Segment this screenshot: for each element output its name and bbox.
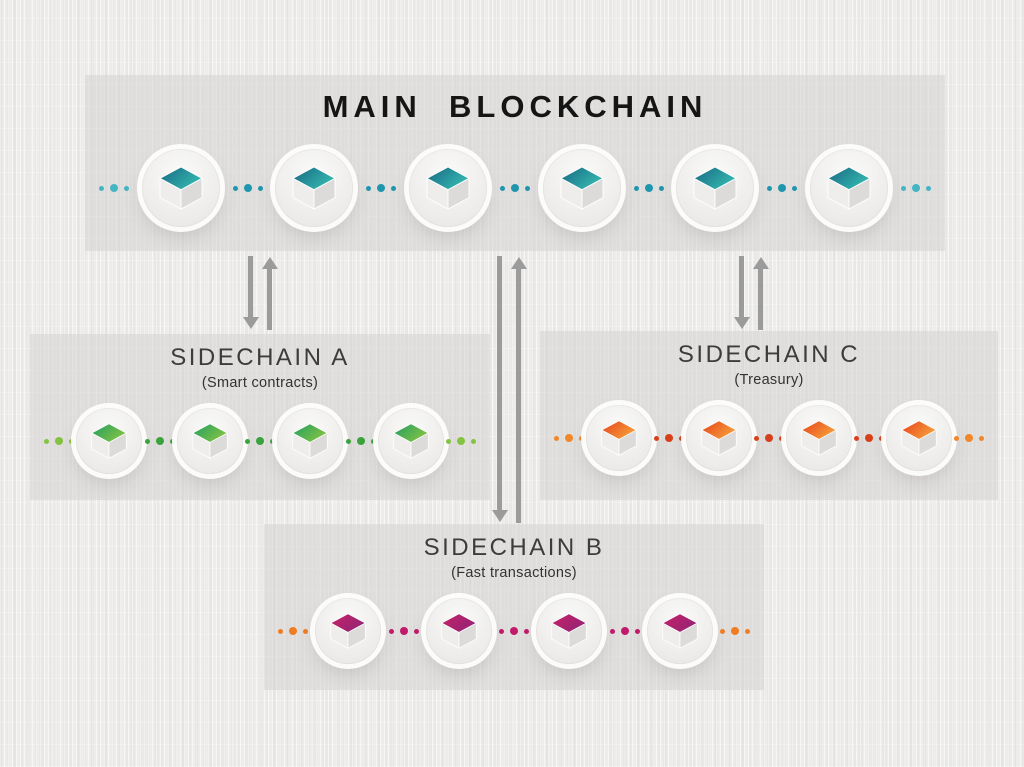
block-cube-icon: [426, 166, 471, 211]
sidechain-a-subtitle: (Smart contracts): [201, 374, 319, 391]
blockchain-block: [686, 405, 752, 472]
main-blockchain-title: MAIN BLOCKCHAIN: [322, 89, 708, 124]
sidechain-c-row: [540, 405, 998, 472]
sidechain-b-panel: SIDECHAIN B (Fast transactions): [264, 524, 764, 690]
chain-link-dots: [232, 184, 263, 193]
blockchain-block: [536, 598, 603, 665]
chain-link-dots: [366, 184, 397, 193]
chain-link-dots: [388, 627, 419, 636]
block-cube-icon: [292, 423, 329, 460]
main-blockchain-panel: MAIN BLOCKCHAIN: [85, 75, 945, 251]
chain-link-dots: [99, 184, 129, 193]
block-cube-icon: [661, 613, 698, 650]
chain-link-dots: [609, 627, 640, 636]
block-cube-icon: [551, 613, 588, 650]
blockchain-block: [646, 598, 713, 665]
sidechain-c-to-main-arrow-up: [758, 268, 763, 330]
block-cube-icon: [330, 613, 367, 650]
sidechain-c-subtitle: (Treasury): [734, 371, 804, 388]
chain-link-dots: [554, 434, 584, 443]
sidechain-b-subtitle: (Fast transactions): [451, 564, 577, 581]
sidechain-a-to-main-arrow-up: [267, 268, 272, 330]
block-cube-icon: [900, 420, 938, 457]
blockchain-block: [76, 408, 143, 475]
chain-link-dots: [345, 437, 376, 446]
blockchain-block: [409, 149, 488, 228]
chain-link-dots: [44, 437, 74, 446]
block-cube-icon: [392, 423, 429, 460]
blockchain-block: [425, 598, 492, 665]
chain-link-dots: [245, 437, 275, 446]
block-cube-icon: [559, 166, 604, 211]
chain-link-dots: [854, 434, 884, 443]
blockchain-block: [810, 149, 889, 228]
chain-link-dots: [654, 434, 684, 443]
block-cube-icon: [440, 613, 477, 650]
main-to-sidechain-a-arrow-down: [248, 256, 253, 318]
main-blockchain-row: [85, 149, 945, 228]
chain-link-dots: [633, 184, 664, 193]
block-cube-icon: [600, 420, 638, 457]
blockchain-block: [586, 405, 652, 472]
blockchain-block: [315, 598, 382, 665]
chain-link-dots: [446, 437, 476, 446]
blockchain-block: [786, 405, 852, 472]
block-cube-icon: [158, 166, 203, 211]
blockchain-block: [542, 149, 621, 228]
blockchain-block: [277, 408, 344, 475]
sidechain-a-row: [30, 408, 490, 475]
chain-link-dots: [767, 184, 798, 193]
sidechain-a-panel: SIDECHAIN A (Smart contracts): [30, 334, 490, 500]
main-to-sidechain-b-arrow-down: [497, 256, 502, 511]
block-cube-icon: [800, 420, 838, 457]
chain-link-dots: [144, 437, 175, 446]
block-cube-icon: [191, 423, 228, 460]
sidechain-c-title: SIDECHAIN C: [677, 341, 861, 368]
chain-link-dots: [499, 627, 529, 636]
block-cube-icon: [700, 420, 738, 457]
sidechain-b-to-main-arrow-up: [516, 268, 521, 523]
blockchain-block: [275, 149, 354, 228]
blockchain-block: [141, 149, 220, 228]
chain-link-dots: [954, 434, 984, 443]
sidechain-c-panel: SIDECHAIN C (Treasury): [540, 331, 998, 500]
blockchain-block: [676, 149, 755, 228]
block-cube-icon: [693, 166, 738, 211]
chain-link-dots: [754, 434, 784, 443]
chain-link-dots: [278, 627, 308, 636]
chain-link-dots: [720, 627, 750, 636]
sidechain-b-row: [264, 598, 764, 665]
blockchain-block: [176, 408, 243, 475]
sidechain-b-title: SIDECHAIN B: [423, 534, 605, 561]
block-cube-icon: [91, 423, 128, 460]
sidechain-a-title: SIDECHAIN A: [170, 344, 350, 371]
blockchain-block: [886, 405, 952, 472]
main-to-sidechain-c-arrow-down: [739, 256, 744, 318]
block-cube-icon: [827, 166, 872, 211]
chain-link-dots: [900, 184, 931, 193]
block-cube-icon: [292, 166, 337, 211]
blockchain-block: [377, 408, 444, 475]
chain-link-dots: [499, 184, 530, 193]
